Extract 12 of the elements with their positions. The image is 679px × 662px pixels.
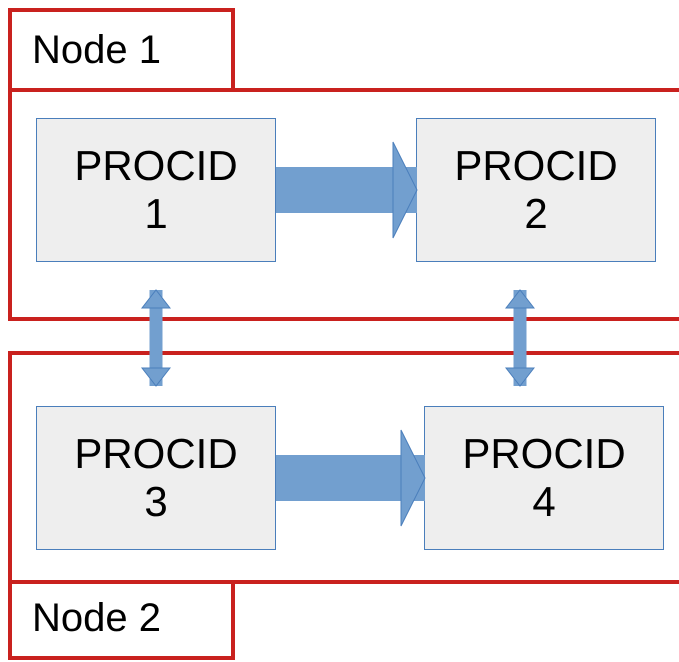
- block-arrow: [142, 290, 170, 386]
- block-arrow: [276, 430, 426, 526]
- block-arrow: [506, 290, 534, 386]
- process-label: PROCID 3: [73, 430, 239, 526]
- process-label: PROCID 1: [73, 142, 239, 238]
- process-label: PROCID 2: [453, 142, 619, 238]
- process-box: [424, 406, 664, 550]
- process-box: [36, 118, 276, 262]
- process-box: [36, 406, 276, 550]
- block-arrow: [276, 142, 418, 238]
- process-box: [416, 118, 656, 262]
- process-label: PROCID 4: [461, 430, 627, 526]
